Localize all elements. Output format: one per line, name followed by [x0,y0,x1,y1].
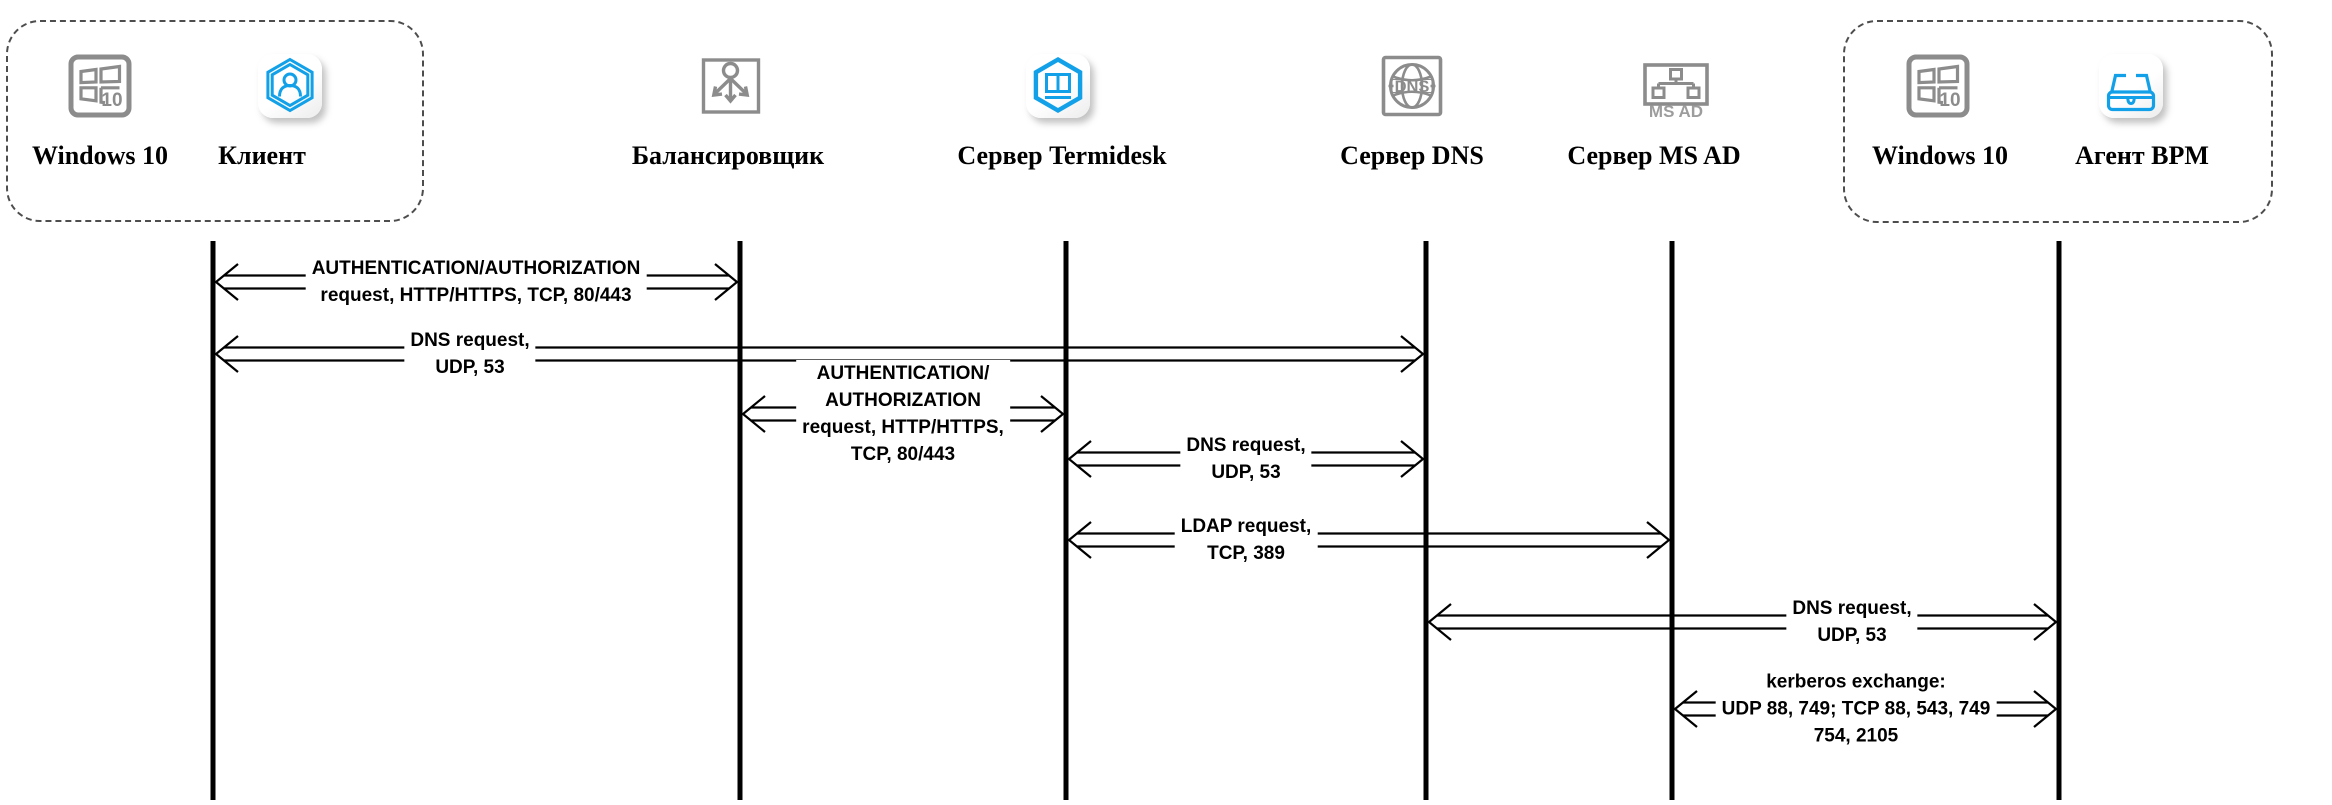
hexagon-user-icon [258,54,322,118]
message-label: DNS request, UDP, 53 [1180,432,1312,486]
message-label: DNS request, UDP, 53 [1786,595,1918,649]
lifeline-bpm-agent [2056,241,2062,800]
lifeline-balancer [737,241,743,800]
message-arrow-dns-agent [1427,603,2058,641]
entity-label-windows10-left: Windows 10 [31,141,169,170]
lifeline-client [210,241,216,800]
message-label: LDAP request, TCP, 389 [1174,513,1318,567]
message-label: AUTHENTICATION/AUTHORIZATION request, HT… [305,255,647,309]
entity-label-bpm: Агент BPM [2075,141,2209,170]
message-arrow-ldap [1067,521,1671,559]
message-label: DNS request, UDP, 53 [404,327,536,381]
entity-label-windows10-right: Windows 10 [1871,141,2009,170]
lifeline-msad [1669,241,1675,800]
glasses-icon [2099,54,2163,118]
svg-text:MS AD: MS AD [1649,102,1703,120]
entity-label-dns: Сервер DNS [1340,141,1484,170]
hexagon-screen-icon [1026,54,1090,118]
load-balancer-icon [700,54,764,123]
message-label: AUTHENTICATION/ AUTHORIZATION request, H… [796,360,1010,468]
entity-label-msad: Сервер MS AD [1567,141,1741,170]
ad-tree-icon: MS AD [1641,54,1711,125]
windows-10-icon: 10 [1906,54,1970,123]
svg-text:DNS: DNS [1395,78,1430,96]
svg-text:10: 10 [1939,90,1960,111]
message-label: kerberos exchange: UDP 88, 749; TCP 88, … [1715,668,1997,750]
lifeline-termidesk [1063,241,1069,800]
lifeline-dns [1423,241,1429,800]
entity-label-client: Клиент [218,141,306,170]
svg-text:10: 10 [101,90,122,111]
entity-label-balancer: Балансировщик [631,141,825,170]
entity-label-termidesk: Сервер Termidesk [957,141,1167,170]
agent-machine-group-box [1843,20,2273,223]
windows-10-icon: 10 [68,54,132,123]
client-machine-group-box [6,20,424,222]
dns-globe-icon: DNS [1380,54,1444,123]
